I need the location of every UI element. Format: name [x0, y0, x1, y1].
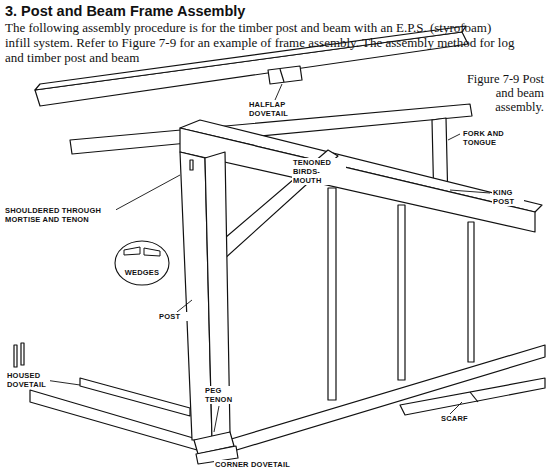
wedge-callout: WEDGES	[114, 240, 170, 286]
peg	[14, 345, 17, 367]
stud	[398, 205, 405, 380]
callout-label: KING POST	[492, 188, 524, 206]
tie-beam-top	[180, 120, 542, 212]
callout-label: SHOULDERED THROUGH MORTISE AND TENON	[4, 206, 116, 224]
callout-label: WEDGES	[124, 268, 161, 277]
leader-line	[214, 406, 219, 432]
scarf-piece	[400, 378, 545, 415]
leader-line	[177, 300, 192, 312]
callout-label: POST	[158, 312, 190, 321]
leader-line	[45, 380, 80, 385]
callout-label: SCARF	[440, 414, 476, 423]
peg	[21, 343, 24, 365]
callout-label: CORNER DOVETAIL	[214, 460, 326, 469]
leader-line	[110, 175, 180, 213]
leader-line	[275, 84, 282, 100]
sill	[30, 390, 204, 452]
callout-label: HOUSED DOVETAIL	[6, 371, 50, 389]
callout-label: TENONED BIRDS- MOUTH	[292, 158, 346, 185]
peg	[190, 160, 193, 170]
joist	[80, 378, 190, 416]
stud	[468, 222, 474, 362]
joint-line	[280, 69, 284, 82]
callout-label: PEG TENON	[204, 386, 242, 404]
halflap-joint	[268, 66, 302, 84]
scarf-cut	[470, 392, 478, 402]
body-text: The following assembly procedure is for …	[5, 20, 517, 65]
wedge-oval	[114, 240, 170, 286]
tie-beam	[180, 128, 535, 232]
stud	[328, 188, 336, 400]
leader-line	[450, 402, 462, 414]
section-heading: 3. Post and Beam Frame Assembly	[5, 3, 405, 19]
leader-line	[448, 134, 460, 140]
figure-caption: Figure 7-9 Post and beam assembly.	[452, 72, 544, 114]
leader-line	[450, 190, 490, 193]
callout-label: HALFLAP DOVETAIL	[248, 100, 300, 118]
sill	[228, 345, 545, 452]
callout-label: FORK AND TONGUE	[462, 129, 524, 147]
